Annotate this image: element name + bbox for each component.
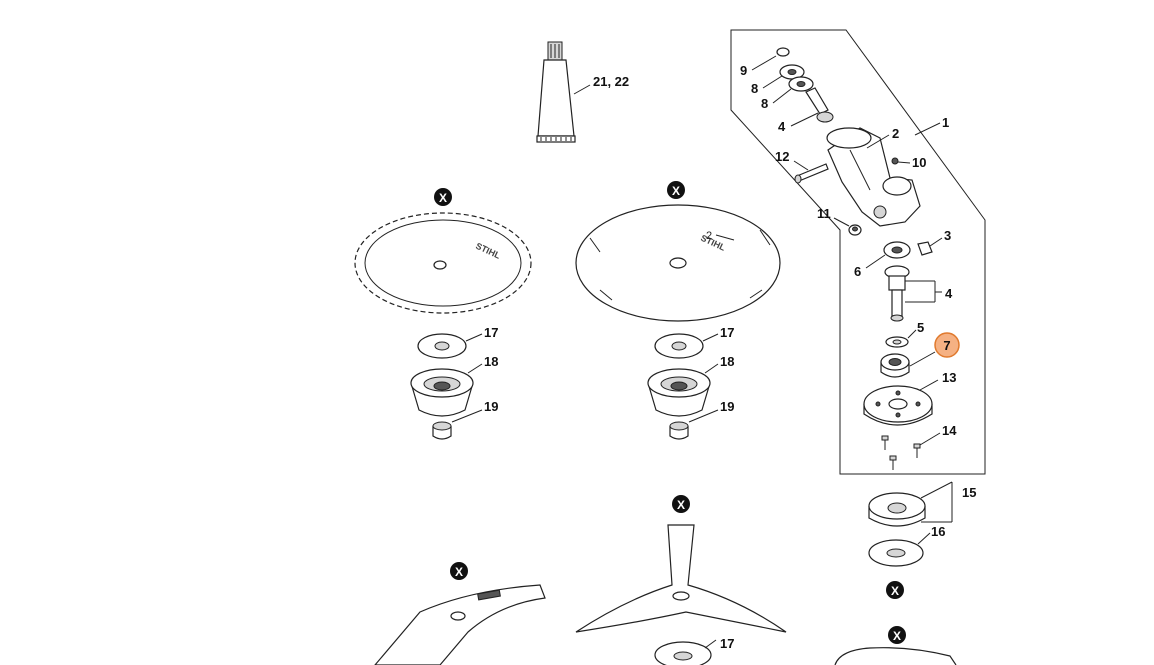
- thrust-plate-center: [647, 368, 711, 417]
- x-marker-bottom-center: X: [672, 495, 690, 513]
- svg-text:X: X: [677, 498, 685, 512]
- thrust-washer-bottom: [654, 641, 712, 665]
- callout-5: 5: [917, 320, 924, 335]
- callout-10: 10: [912, 155, 926, 170]
- callout-8-lower: 8: [761, 96, 768, 111]
- callout-8-upper: 8: [751, 81, 758, 96]
- x-marker-bottom-right: X: [886, 581, 904, 599]
- part-5-washer: [885, 336, 909, 348]
- callout-19-left: 19: [484, 399, 498, 414]
- callout-7-highlight[interactable]: 7: [934, 332, 960, 358]
- mowing-head: [834, 647, 957, 665]
- part-16-washer: [868, 539, 924, 567]
- callout-4-upper: 4: [778, 119, 786, 134]
- callout-4-lower: 4: [945, 286, 953, 301]
- saw-blade: STIHL: [354, 212, 532, 314]
- callout-21-22: 21, 22: [593, 74, 629, 89]
- callout-15: 15: [962, 485, 976, 500]
- x-marker-bottom-left: X: [450, 562, 468, 580]
- callout-1: 1: [942, 115, 949, 130]
- gearbox-assembly-outline: [730, 29, 986, 475]
- blade-direction-mark: 2: [706, 230, 712, 242]
- nut-center: [669, 421, 689, 440]
- grease-tube: [536, 41, 576, 143]
- callout-18-center: 18: [720, 354, 734, 369]
- callout-18-left: 18: [484, 354, 498, 369]
- callout-17-center: 17: [720, 325, 734, 340]
- part-14-screws: [881, 435, 921, 470]
- callout-7: 7: [943, 338, 950, 353]
- grass-blade-round: STIHL 2: [575, 204, 781, 322]
- part-8-lower: [788, 76, 814, 92]
- thrust-washer-center: [654, 333, 704, 359]
- svg-text:X: X: [893, 629, 901, 643]
- callout-9: 9: [740, 63, 747, 78]
- part-10: [891, 157, 899, 165]
- callout-17-left: 17: [484, 325, 498, 340]
- callout-19-center: 19: [720, 399, 734, 414]
- callout-13: 13: [942, 370, 956, 385]
- svg-text:X: X: [891, 584, 899, 598]
- svg-text:X: X: [672, 184, 680, 198]
- callout-12: 12: [775, 149, 789, 164]
- gear-housing: [826, 127, 921, 227]
- callout-6: 6: [854, 264, 861, 279]
- nut-left: [432, 421, 452, 440]
- callout-17-bottom: 17: [720, 636, 734, 651]
- part-4-pinion: [805, 87, 834, 123]
- callout-3: 3: [944, 228, 951, 243]
- part-15-thrust-plate: [868, 492, 926, 527]
- x-marker-bottom-far-right: X: [888, 626, 906, 644]
- part-3: [917, 241, 933, 256]
- svg-text:X: X: [439, 191, 447, 205]
- part-6-bearing: [883, 241, 911, 259]
- three-tooth-blade: [575, 524, 787, 633]
- brush-knife: [374, 584, 546, 665]
- part-9: [776, 47, 790, 57]
- thrust-washer-left: [417, 333, 467, 359]
- part-7-bearing: [880, 353, 910, 378]
- callout-11: 11: [817, 206, 831, 221]
- x-marker-grass-blade: X: [667, 181, 685, 199]
- part-11: [848, 224, 862, 236]
- callout-14: 14: [942, 423, 957, 438]
- callout-2: 2: [892, 126, 899, 141]
- part-13-plate: [863, 385, 933, 426]
- callout-16: 16: [931, 524, 945, 539]
- part-4-shaft: [884, 265, 910, 322]
- part-12-screw: [794, 163, 829, 184]
- part-8-upper: [779, 64, 805, 80]
- x-marker-saw-blade: X: [434, 188, 452, 206]
- svg-text:X: X: [455, 565, 463, 579]
- thrust-plate-left: [410, 368, 474, 417]
